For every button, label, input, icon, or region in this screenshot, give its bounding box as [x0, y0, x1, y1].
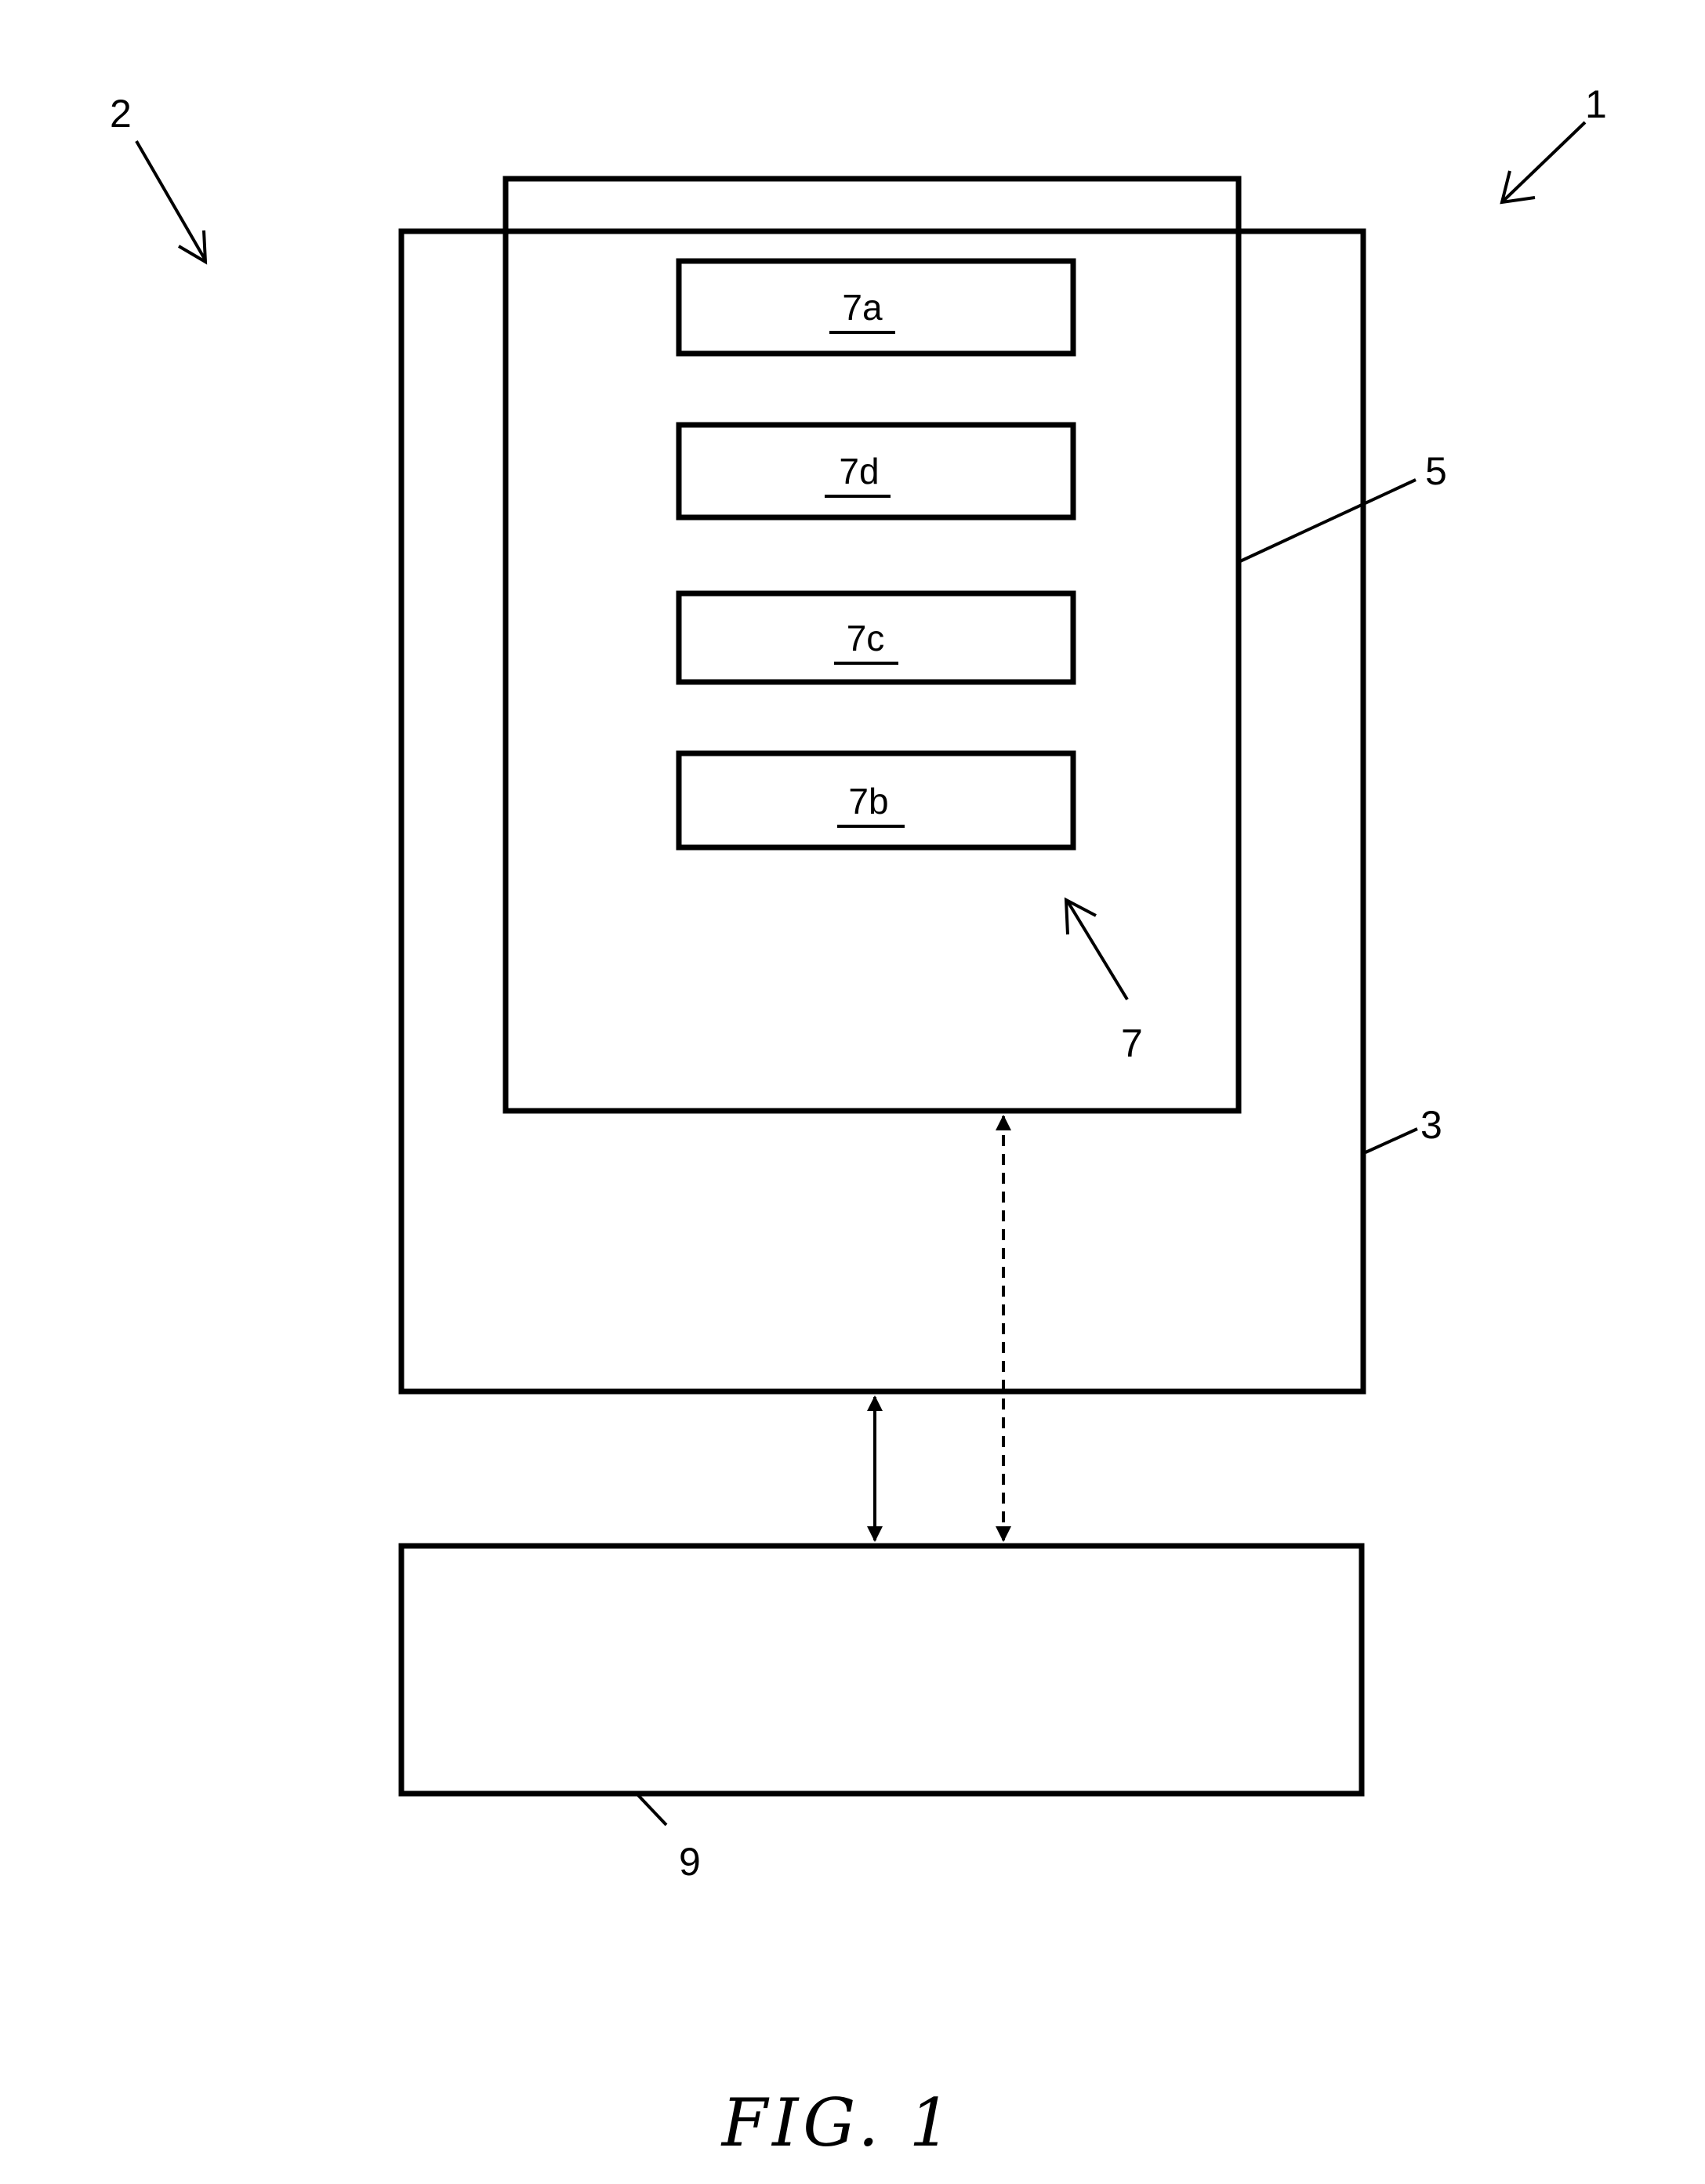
reference-3-leader — [1366, 1129, 1417, 1152]
module-7c: 7c — [679, 593, 1073, 682]
reference-7-label: 7 — [1121, 1021, 1143, 1065]
reference-9-leader — [638, 1795, 666, 1825]
module-7b-label: 7b — [848, 781, 888, 822]
reference-9-label: 9 — [679, 1840, 701, 1884]
reference-5-label: 5 — [1425, 449, 1447, 493]
reference-5-leader — [1240, 480, 1416, 561]
module-7a: 7a — [679, 261, 1073, 354]
reference-3-label: 3 — [1420, 1103, 1442, 1147]
module-7d-label: 7d — [839, 451, 879, 492]
module-7d: 7d — [679, 425, 1073, 517]
reference-7-arrow — [1066, 900, 1127, 999]
module-7c-label: 7c — [847, 618, 885, 658]
reference-2-label: 2 — [110, 92, 132, 136]
module-7a-label: 7a — [842, 287, 883, 328]
module-7b: 7b — [679, 753, 1073, 847]
reference-1-label: 1 — [1585, 82, 1607, 126]
reference-1-arrow — [1502, 122, 1585, 202]
external-box-9 — [401, 1546, 1362, 1794]
reference-2-arrow — [136, 141, 205, 262]
figure-caption: FIG. 1 — [720, 2084, 956, 2161]
